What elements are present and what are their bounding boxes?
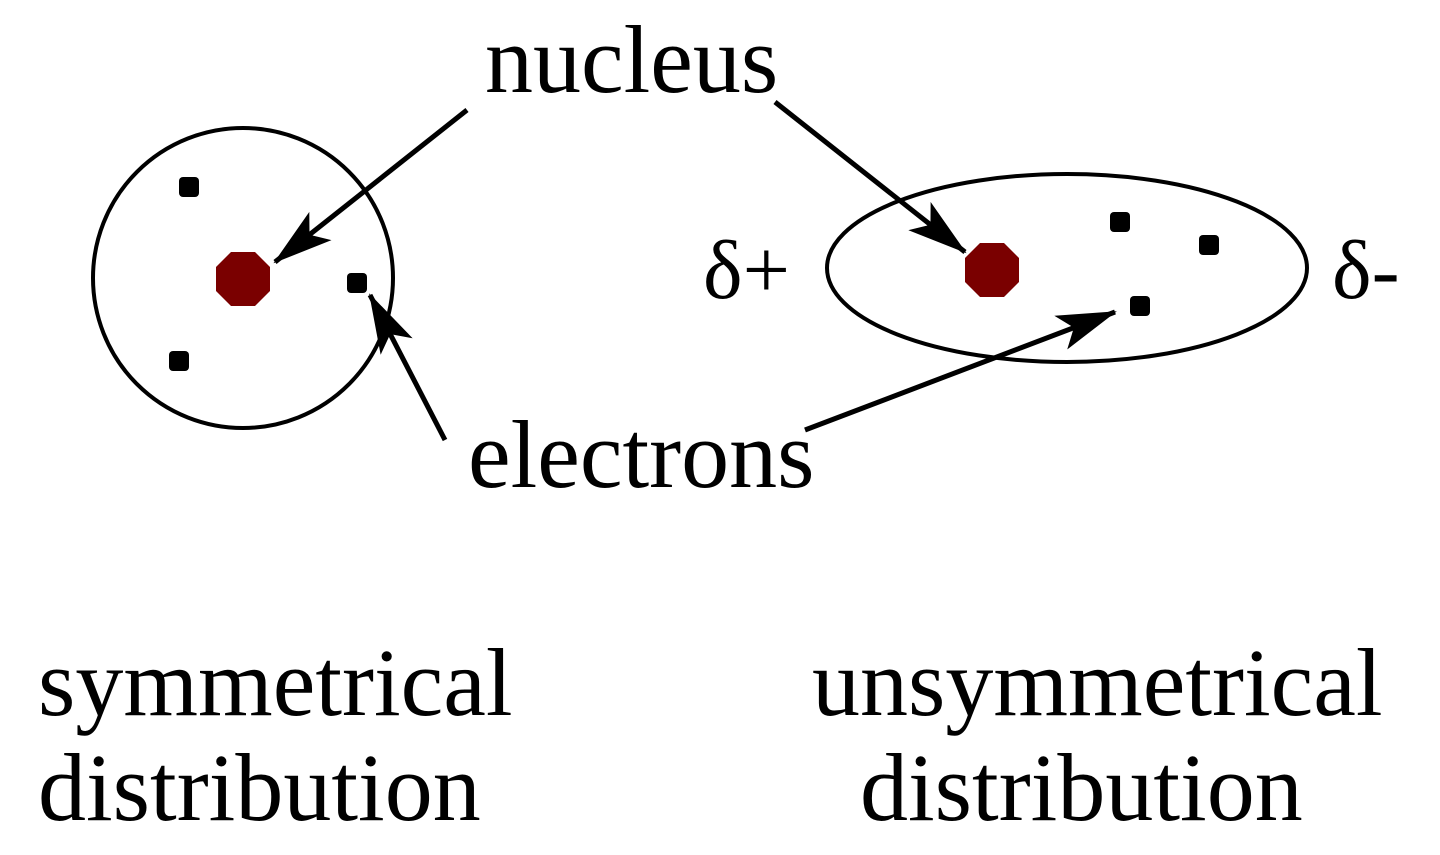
left-caption-line2: distribution [38, 734, 481, 841]
arrow-electrons-left [367, 293, 448, 442]
symmetrical-atom [91, 126, 395, 430]
unsymmetrical-electron [1130, 296, 1150, 316]
nucleus-label: nucleus [485, 6, 778, 113]
electrons-label: electrons [468, 401, 815, 508]
unsymmetrical-atom [825, 172, 1309, 364]
unsymmetrical-electron [1110, 212, 1130, 232]
unsymmetrical-electron-cloud [825, 172, 1309, 364]
arrow-electrons-right [804, 309, 1117, 433]
delta-plus-label: δ+ [703, 224, 790, 317]
left-caption-line1: symmetrical [38, 629, 513, 736]
arrow-nucleus-left [273, 108, 469, 264]
delta-minus-label: δ- [1332, 224, 1400, 317]
symmetrical-electron [169, 351, 189, 371]
right-caption-line2: distribution [860, 734, 1303, 841]
right-caption-line1: unsymmetrical [812, 629, 1383, 736]
symmetrical-electron [347, 273, 367, 293]
pointer-arrows [273, 100, 1117, 442]
symmetrical-nucleus [216, 252, 270, 306]
symmetrical-electron [179, 177, 199, 197]
unsymmetrical-nucleus [965, 243, 1019, 297]
symmetrical-electron-cloud [91, 126, 395, 430]
arrow-nucleus-right [773, 100, 967, 254]
unsymmetrical-electron [1199, 235, 1219, 255]
